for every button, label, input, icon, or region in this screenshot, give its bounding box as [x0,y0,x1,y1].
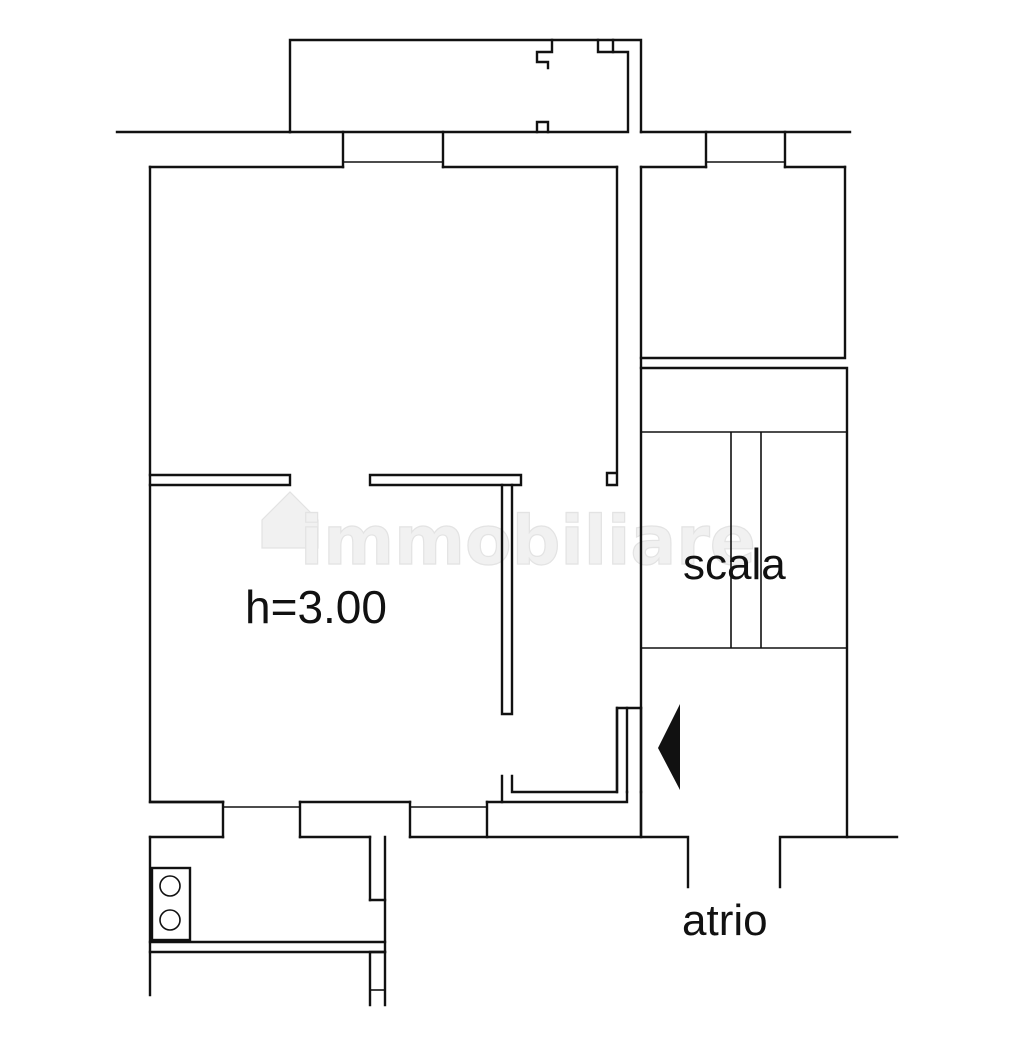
stove-burner-icon [150,866,192,942]
top-annex [288,38,643,134]
right-block-walls [639,165,899,889]
watermark: immobiliare [261,491,756,582]
stairs-label: scala [683,540,786,589]
apartment-walls [148,165,643,839]
watermark-text: immobiliare [300,502,756,581]
stairs [641,431,847,649]
exterior-wall [115,130,852,169]
ceiling-height-label: h=3.00 [245,581,387,633]
kitchen-walls [148,835,387,1007]
atrium-label: atrio [682,896,768,945]
entrance-arrow-icon [658,704,680,790]
